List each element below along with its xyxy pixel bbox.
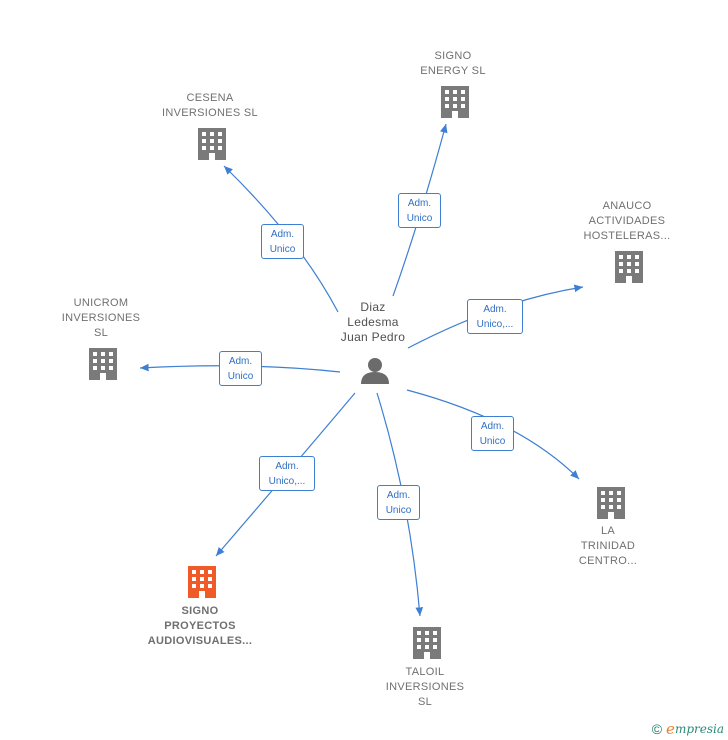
building-icon-la-trinidad[interactable] xyxy=(597,487,625,519)
edge-label-signo-energy[interactable]: Adm. Unico xyxy=(398,193,441,228)
edge-label-unicrom[interactable]: Adm. Unico xyxy=(219,351,262,386)
company-label-signo-proyectos[interactable]: SIGNO PROYECTOS AUDIOVISUALES... xyxy=(147,605,253,647)
building-icon-signo-proyectos[interactable] xyxy=(188,566,216,598)
edge-label-cesena[interactable]: Adm. Unico xyxy=(261,224,304,259)
edge-label-taloil[interactable]: Adm. Unico xyxy=(377,485,420,520)
edge-label-la-trinidad[interactable]: Adm. Unico xyxy=(471,416,514,451)
edge-label-signo-proyectos[interactable]: Adm. Unico,... xyxy=(259,456,315,491)
company-label-unicrom[interactable]: UNICROM INVERSIONES SL xyxy=(61,297,141,339)
company-label-anauco[interactable]: ANAUCO ACTIVIDADES HOSTELERAS... xyxy=(583,200,671,242)
center-person-label[interactable]: Diaz Ledesma Juan Pedro xyxy=(340,300,406,344)
copyright-symbol: © xyxy=(651,721,663,737)
building-icon-unicrom[interactable] xyxy=(89,348,117,380)
person-icon[interactable] xyxy=(361,358,389,384)
company-label-signo-energy[interactable]: SIGNO ENERGY SL xyxy=(420,50,486,77)
building-icon-taloil[interactable] xyxy=(413,627,441,659)
empresia-logo[interactable]: © e mpresia xyxy=(652,720,724,738)
company-label-taloil[interactable]: TALOIL INVERSIONES SL xyxy=(385,666,465,708)
brand-initial: e xyxy=(666,720,675,738)
building-icon-cesena[interactable] xyxy=(198,128,226,160)
edge-label-anauco[interactable]: Adm. Unico,... xyxy=(467,299,523,334)
company-label-cesena[interactable]: CESENA INVERSIONES SL xyxy=(162,92,258,119)
company-label-la-trinidad[interactable]: LA TRINIDAD CENTRO... xyxy=(578,525,638,567)
building-icon-signo-energy[interactable] xyxy=(441,86,469,118)
building-icon-anauco[interactable] xyxy=(615,251,643,283)
brand-name: mpresia xyxy=(674,722,724,736)
